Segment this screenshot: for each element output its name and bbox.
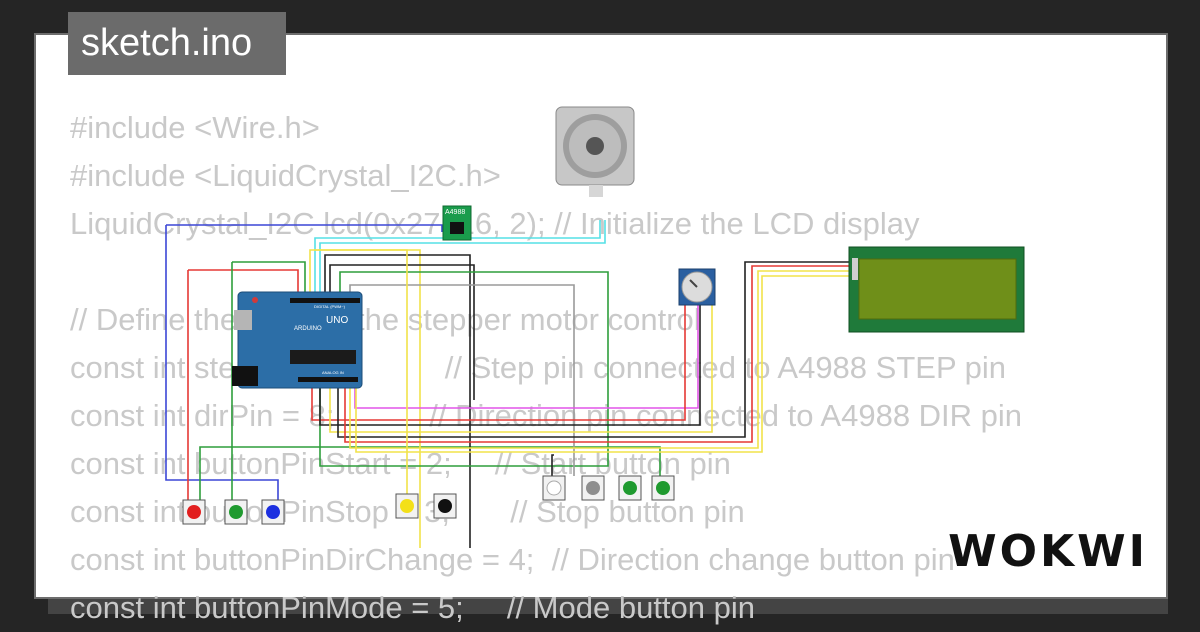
button-green[interactable] [224, 499, 248, 525]
wire-yellow [314, 249, 408, 500]
button-yellow[interactable] [395, 493, 419, 519]
wire-black [319, 300, 701, 426]
code-line: LiquidCrystal_I2C lcd(0x27, 16, 2); // I… [70, 206, 920, 241]
driver-label: A4988 [445, 209, 465, 216]
wire-magenta [354, 270, 699, 409]
code-line: const int buttonPinMode = 5; // Mode but… [70, 590, 756, 625]
arduino-uno[interactable]: DIGITAL (PWM~) UNO ARDUINO ANALOG IN [232, 291, 363, 389]
board-header-digital: DIGITAL (PWM~) [314, 304, 346, 309]
stepper-motor[interactable] [555, 106, 635, 197]
sketch-title[interactable]: sketch.ino [68, 12, 286, 75]
potentiometer[interactable] [678, 268, 716, 306]
lcd-display[interactable] [848, 246, 1025, 333]
wire-red [311, 300, 686, 421]
wire-green [199, 446, 661, 500]
wire-black [337, 261, 850, 438]
button-green[interactable] [618, 475, 642, 501]
wire-red [344, 265, 850, 443]
wire-blue [166, 224, 443, 232]
code-line: #include <LiquidCrystal_I2C.h> [70, 158, 501, 193]
wire-yellow [355, 275, 850, 453]
button-blue[interactable] [261, 499, 285, 525]
button-green[interactable] [651, 475, 675, 501]
wire-yellow [329, 300, 713, 433]
wire-blue [165, 225, 279, 500]
board-label: UNO [326, 315, 348, 326]
button-white[interactable] [542, 475, 566, 501]
wire-green [232, 261, 306, 296]
wire-gray [349, 284, 575, 476]
wire-black [324, 254, 471, 548]
code-line: const int buttonPinDirChange = 4; // Dir… [70, 542, 955, 577]
code-listing: #include <Wire.h> #include <LiquidCrystal… [70, 104, 1022, 632]
code-line: #include <Wire.h> [70, 110, 320, 145]
code-line: const int dirPin = 8; // Direction pin c… [70, 398, 1023, 433]
wire-yellow [349, 270, 850, 449]
wire-cyan [319, 220, 606, 296]
button-red[interactable] [182, 499, 206, 525]
a4988-driver[interactable]: A4988 [442, 205, 472, 241]
button-black[interactable] [433, 493, 457, 519]
wire-green [319, 271, 609, 467]
wire-black [551, 454, 554, 476]
board-header-analog: ANALOG IN [322, 370, 344, 375]
wokwi-logo[interactable]: WOKWI [948, 526, 1148, 577]
wire-black [329, 264, 475, 400]
wire-red [188, 269, 299, 296]
button-gray[interactable] [581, 475, 605, 501]
board-brand: ARDUINO [294, 326, 322, 332]
